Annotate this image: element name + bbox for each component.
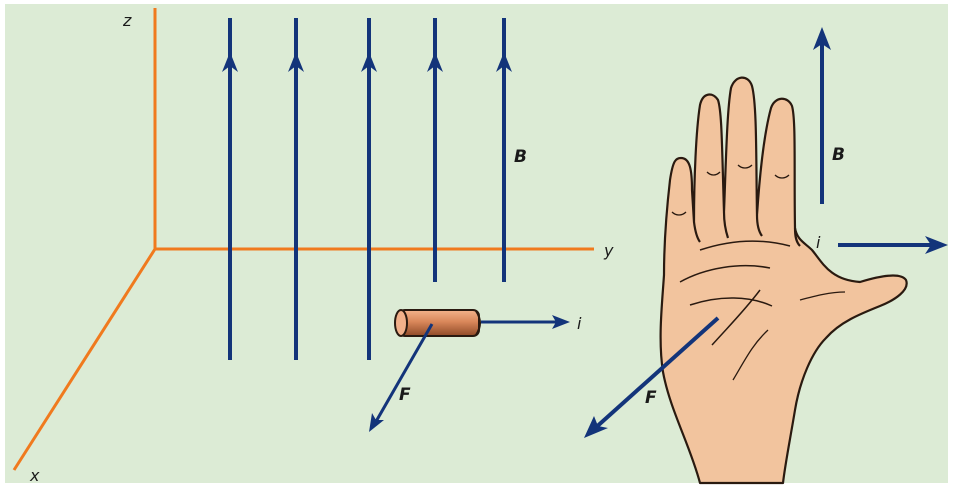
x-axis-label: x: [29, 466, 40, 485]
wire-segment-icon: [394, 309, 481, 337]
magnetic-field-lines: [228, 18, 506, 360]
field-label-left: B: [514, 147, 527, 167]
current-label-left: i: [577, 314, 582, 333]
arrowhead: [361, 52, 377, 72]
z-axis-label: z: [122, 11, 132, 30]
force-arrow-left: [372, 323, 434, 426]
current-label-hand: i: [816, 233, 821, 252]
arrowhead: [288, 52, 304, 72]
arrowhead: [222, 52, 238, 72]
force-label-hand: F: [645, 388, 657, 408]
arrowhead: [427, 52, 443, 72]
arrowhead: [584, 416, 608, 438]
field-label-hand: B: [832, 145, 845, 165]
y-axis-label: y: [603, 241, 614, 260]
arrowhead: [925, 236, 948, 254]
force-arrow-hand: [591, 316, 720, 432]
background-panel: [5, 4, 948, 483]
arrowhead: [813, 27, 831, 50]
x-axis: [12, 248, 157, 471]
arrowhead: [552, 315, 570, 329]
force-label-left: F: [399, 385, 411, 405]
arrowhead: [369, 413, 384, 432]
arrowhead: [496, 52, 512, 72]
field-line-arrowheads: [222, 52, 512, 72]
right-hand-icon: [659, 76, 908, 485]
